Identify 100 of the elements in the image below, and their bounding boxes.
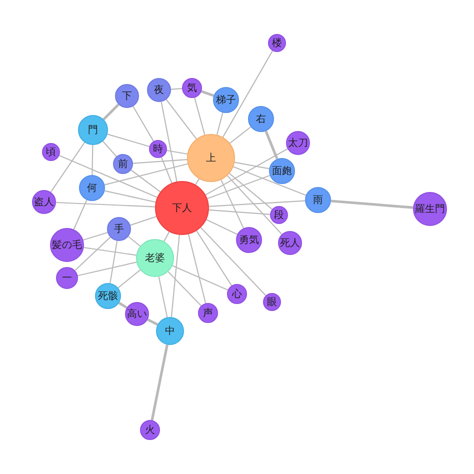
connector-line — [208, 209, 270, 215]
word-label: 下人 — [172, 202, 192, 214]
word-circle — [155, 181, 209, 235]
connector-line — [130, 216, 157, 226]
word-label: 心 — [232, 288, 242, 300]
word-circle — [198, 303, 218, 323]
word-circle — [50, 228, 84, 262]
word-label: 声 — [203, 308, 213, 318]
connector-line — [56, 202, 156, 208]
word-circle — [286, 131, 310, 155]
word-label: 勇気 — [239, 234, 259, 246]
connector-line — [110, 240, 118, 284]
connector-line — [59, 155, 158, 198]
connector-line — [73, 200, 88, 230]
word-circle — [113, 154, 133, 174]
connector-line — [170, 88, 182, 90]
connector-line — [234, 162, 270, 170]
connector-line — [118, 269, 141, 288]
connector-line — [130, 170, 161, 192]
word-circle — [115, 84, 139, 108]
word-label: 死人 — [280, 238, 300, 248]
connector-line — [118, 302, 128, 309]
word-label: 手 — [114, 224, 124, 234]
word-label: 一 — [62, 272, 72, 284]
word-label: 夜 — [154, 84, 164, 96]
word-circle — [263, 293, 281, 311]
connector-line — [226, 175, 282, 235]
word-label: 面皰 — [272, 166, 292, 176]
word-label: 火 — [145, 424, 155, 436]
word-circle — [140, 420, 160, 440]
word-label: 中 — [165, 326, 175, 336]
word-circle — [268, 34, 286, 52]
connector-line — [172, 265, 228, 290]
word-circle — [187, 134, 235, 182]
connector-line — [264, 130, 278, 160]
connector-line — [216, 112, 224, 135]
connector-line — [200, 227, 266, 296]
connector-line — [206, 219, 238, 235]
connector-line — [170, 234, 180, 318]
word-label: 梯子 — [216, 94, 236, 106]
connector-line — [158, 276, 168, 318]
connector-line — [102, 104, 120, 120]
connector-line — [132, 159, 188, 164]
word-label: 気 — [187, 82, 197, 94]
word-circle — [213, 87, 239, 113]
word-label: 上 — [206, 152, 216, 164]
word-label: 盗人 — [34, 196, 54, 208]
word-circle — [305, 187, 331, 213]
word-circle — [78, 115, 108, 145]
connector-line — [222, 50, 273, 138]
word-circle — [147, 78, 171, 102]
word-circle — [269, 158, 295, 184]
connector-line — [128, 236, 141, 247]
connector-line — [188, 234, 206, 304]
word-label: 門 — [88, 124, 98, 136]
word-circle — [278, 231, 302, 255]
word-circle — [107, 217, 131, 241]
connector-line — [160, 157, 172, 184]
word-label: 前 — [118, 158, 128, 170]
word-label: 下 — [122, 90, 132, 102]
connector-line — [132, 106, 154, 142]
connector-line — [107, 134, 150, 148]
connector-line — [194, 98, 206, 135]
connector-line — [229, 172, 272, 210]
connector-line — [92, 145, 94, 175]
word-circle — [156, 317, 184, 345]
connector-line — [74, 236, 111, 271]
connector-line — [330, 200, 414, 209]
word-circle — [136, 239, 174, 277]
word-label: 老婆 — [145, 252, 165, 264]
connector-line — [50, 142, 86, 192]
connector-line — [233, 166, 306, 196]
word-label: 羅生門 — [415, 204, 445, 214]
word-label: 何 — [87, 182, 97, 194]
word-circle — [32, 190, 56, 214]
word-circle — [270, 206, 288, 224]
word-circle — [236, 227, 262, 253]
word-label: 死骸 — [98, 290, 118, 302]
connector-line — [196, 230, 232, 286]
word-label: 眼 — [267, 296, 277, 308]
connector-line — [200, 90, 214, 97]
word-circle — [95, 283, 121, 309]
word-circle — [125, 302, 149, 326]
word-circle — [42, 143, 60, 161]
connector-line — [208, 200, 306, 207]
word-circle — [413, 192, 447, 226]
connector-line — [168, 271, 202, 306]
connector-line — [150, 344, 168, 420]
connector-line — [84, 246, 136, 256]
connector-line — [104, 163, 188, 186]
word-label: 右 — [256, 114, 266, 124]
word-circle — [149, 140, 167, 158]
word-label: 段 — [274, 210, 284, 220]
word-label: 時 — [153, 144, 163, 154]
connector-line — [230, 126, 252, 144]
word-circle — [227, 284, 247, 304]
word-label: 楼 — [272, 38, 282, 48]
connector-line — [164, 232, 170, 242]
word-label: 雨 — [313, 194, 323, 206]
word-label: 太刀 — [288, 138, 308, 148]
